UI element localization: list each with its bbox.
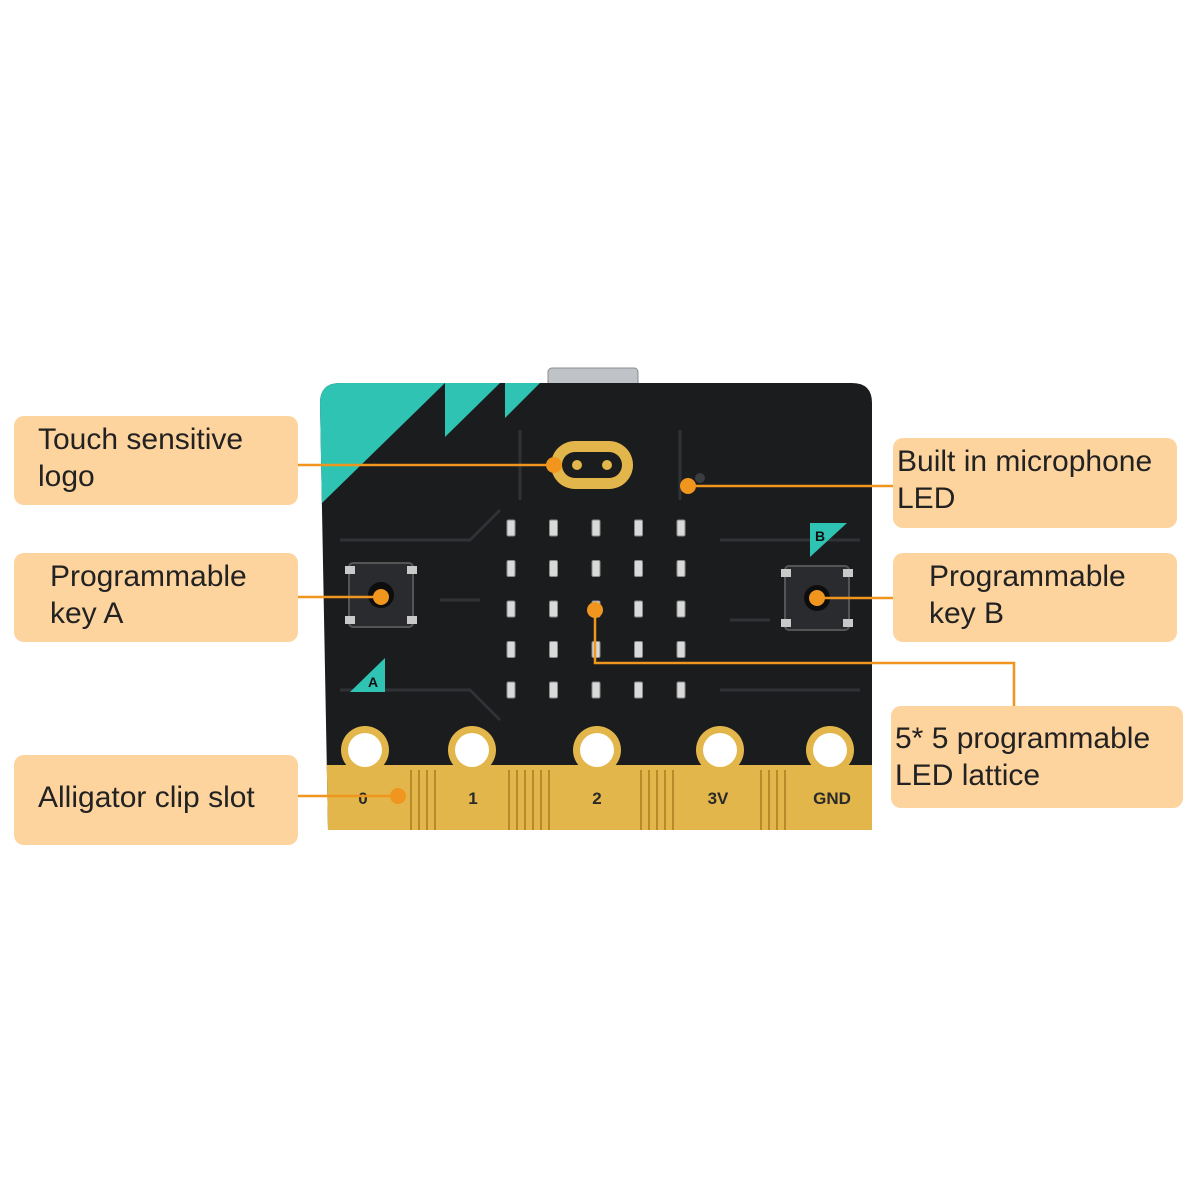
led (506, 641, 516, 658)
led (676, 600, 686, 618)
callout-key-a: Programmable key A (14, 553, 298, 642)
callout-text: LED (897, 482, 956, 515)
callout-alligator-clip: Alligator clip slot (14, 755, 298, 845)
leader-lines (298, 463, 1016, 798)
callout-text: Programmable (929, 560, 1126, 593)
corner-graphic (320, 383, 540, 505)
led (676, 560, 686, 577)
pin-label: 0 (358, 789, 367, 808)
callout-text: logo (38, 460, 95, 493)
led (634, 560, 643, 577)
callout-text: 5* 5 programmable (895, 722, 1151, 755)
callout-key-b: Programmable key B (893, 553, 1177, 642)
callout-text: key B (929, 597, 1005, 630)
led (634, 641, 643, 658)
led (549, 641, 558, 658)
led (591, 681, 601, 699)
led (506, 600, 516, 618)
led (676, 681, 686, 699)
callout-led-lattice: 5* 5 programmable LED lattice (891, 706, 1183, 808)
connector-strips (410, 770, 786, 830)
callout-text: Built in microphone (897, 445, 1153, 478)
led-grid (506, 519, 686, 699)
led (591, 519, 601, 537)
pin-label: 3V (708, 789, 729, 808)
led (634, 519, 643, 537)
pin-label: GND (813, 789, 851, 808)
led (549, 560, 558, 577)
led (506, 519, 516, 537)
callout-text: Alligator clip slot (38, 781, 255, 814)
led (549, 681, 558, 699)
led (591, 560, 601, 577)
callout-microphone: Built in microphone LED (893, 438, 1177, 528)
microphone-icon (695, 473, 705, 483)
button-a-letter: A (368, 674, 378, 690)
led (506, 681, 516, 699)
leader-line-leds (593, 610, 1016, 706)
led (549, 519, 558, 537)
led (676, 641, 686, 658)
callout-text: LED lattice (895, 759, 1041, 792)
leader-dots (373, 457, 825, 804)
button-b-letter: B (815, 528, 825, 544)
callout-text: key A (50, 597, 124, 630)
callout-touch-logo: Touch sensitive logo (14, 416, 298, 505)
pin-pads (341, 726, 854, 774)
led (634, 681, 643, 699)
touch-logo (551, 441, 633, 489)
pin-label: 2 (592, 789, 601, 808)
led (506, 560, 516, 577)
button-b-marker-icon (810, 523, 847, 557)
callout-text: Touch sensitive (38, 423, 244, 456)
pin-label: 1 (468, 789, 477, 808)
led (634, 600, 643, 618)
button-a-marker-icon (350, 658, 385, 692)
led (549, 600, 558, 618)
led (676, 519, 686, 537)
callout-text: Programmable (50, 560, 247, 593)
